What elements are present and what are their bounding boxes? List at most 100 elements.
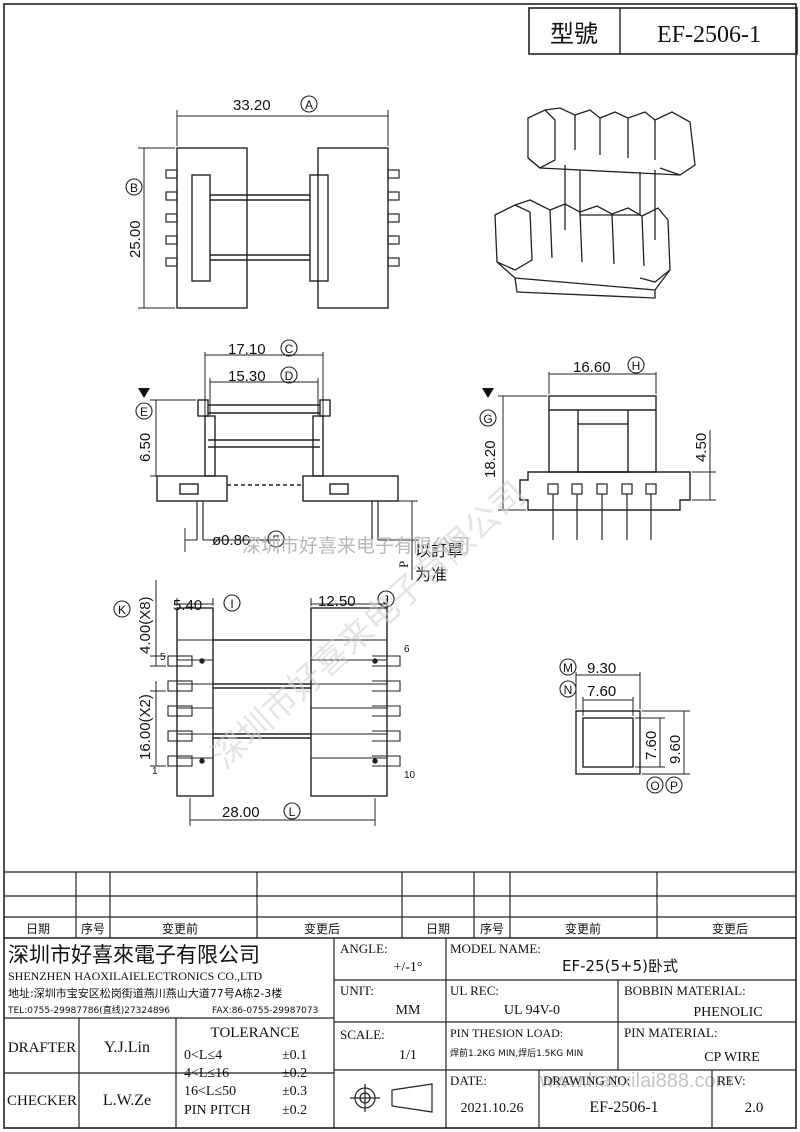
circle-h: H bbox=[632, 359, 641, 373]
pin-5: 5 bbox=[160, 652, 166, 663]
company-english: SHENZHEN HAOXILAIELECTRONICS CO.,LTD bbox=[8, 969, 263, 983]
scale-value: 1/1 bbox=[399, 1048, 417, 1063]
header-model-box: 型號 EF-2506-1 bbox=[528, 7, 798, 55]
dim-b: 25.00 bbox=[127, 220, 144, 258]
watermark-company-diagonal: 深圳市好喜来电子有限公司 bbox=[204, 474, 534, 777]
bobbin-value: PHENOLIC bbox=[693, 1005, 762, 1020]
rev-before-2: 变更前 bbox=[565, 921, 601, 936]
dim-n: 7.60 bbox=[587, 683, 616, 700]
tolerance-range: PIN PITCH bbox=[184, 1103, 251, 1118]
rev-after: 变更后 bbox=[304, 921, 340, 936]
pin-6: 6 bbox=[404, 644, 410, 655]
rev-value: 2.0 bbox=[745, 1100, 764, 1116]
scale-label: SCALE: bbox=[340, 1027, 385, 1042]
dim-e: 6.50 bbox=[137, 433, 154, 462]
dim-m: 9.30 bbox=[587, 660, 616, 677]
circle-m: M bbox=[563, 661, 573, 675]
company-name: 深圳市好喜來電子有限公司 bbox=[8, 943, 260, 967]
title-block bbox=[4, 938, 796, 1128]
drawing-value: EF-2506-1 bbox=[589, 1099, 658, 1116]
rev-seq: 序号 bbox=[81, 921, 105, 936]
dim-f: ø0.80 bbox=[212, 532, 250, 549]
dim-d: 15.30 bbox=[228, 368, 266, 385]
tolerance-value: ±0.2 bbox=[282, 1103, 307, 1118]
circle-f: F bbox=[272, 533, 279, 547]
dim-k: 4.00(X8) bbox=[137, 596, 154, 654]
bobbin-label: BOBBIN MATERIAL: bbox=[624, 983, 746, 998]
dim-l: 28.00 bbox=[222, 804, 260, 821]
tolerance-value: ±0.1 bbox=[282, 1048, 307, 1063]
circle-k: K bbox=[118, 603, 126, 617]
company-address: 地址:深圳市宝安区松岗街道燕川燕山大道77号A栋2-3楼 bbox=[8, 986, 282, 1000]
tolerance-range: 4<L≤16 bbox=[184, 1066, 229, 1081]
circle-p: P bbox=[670, 779, 678, 793]
sheet-border bbox=[3, 3, 797, 1129]
tension-value: 焊前1.2KG MIN,焊后1.5KG MIN bbox=[450, 1047, 583, 1059]
front-view bbox=[138, 352, 418, 580]
circle-c: C bbox=[285, 342, 294, 356]
checker-label: CHECKER bbox=[7, 1093, 77, 1109]
company-tel: TEL:0755-29987786(直线)27324896 bbox=[7, 1004, 170, 1016]
tolerance-title: TOLERANCE bbox=[211, 1025, 300, 1041]
drawing-label: DRAWING NO: bbox=[543, 1073, 630, 1088]
rev-date-2: 日期 bbox=[426, 922, 450, 936]
side-view bbox=[482, 372, 716, 540]
circle-n: N bbox=[564, 683, 573, 697]
tolerance-range: 16<L≤50 bbox=[184, 1084, 236, 1099]
tolerance-value: ±0.3 bbox=[282, 1084, 307, 1099]
note-line2: 为准 bbox=[415, 565, 447, 584]
drafter-label: DRAFTER bbox=[8, 1040, 76, 1056]
angle-value: +/-1° bbox=[393, 960, 422, 975]
rev-label: REV: bbox=[717, 1073, 746, 1088]
circle-o: O bbox=[650, 779, 659, 793]
angle-label: ANGLE: bbox=[340, 941, 388, 956]
watermark-company: 深圳市好喜来电子有限公司 bbox=[242, 535, 470, 557]
circle-e: E bbox=[140, 405, 148, 419]
revision-table bbox=[4, 871, 796, 939]
note-line1: 以訂單 bbox=[415, 541, 463, 560]
dim-h: 16.60 bbox=[573, 359, 611, 376]
tension-label: PIN THESION LOAD: bbox=[450, 1026, 563, 1040]
circle-i: I bbox=[230, 597, 233, 611]
rev-date: 日期 bbox=[26, 922, 50, 936]
ul-label: UL REC: bbox=[450, 983, 499, 998]
unit-value: MM bbox=[396, 1003, 421, 1018]
date-value: 2021.10.26 bbox=[461, 1101, 524, 1116]
dim-g: 18.20 bbox=[482, 440, 499, 478]
dim-k2: 16.00(X2) bbox=[137, 694, 154, 760]
isometric-view bbox=[494, 107, 696, 299]
dim-i: 5.40 bbox=[173, 597, 202, 614]
tolerance-value: ±0.2 bbox=[282, 1066, 307, 1081]
dim-h2: 4.50 bbox=[693, 433, 710, 462]
model-name-value: EF-25(5+5)卧式 bbox=[562, 957, 678, 975]
watermark-site: www.haoxilai888.com bbox=[539, 1070, 732, 1092]
date-label: DATE: bbox=[450, 1073, 487, 1088]
circle-b: B bbox=[130, 181, 138, 195]
projection-symbol-icon bbox=[350, 1083, 433, 1113]
checker-name: L.W.Ze bbox=[103, 1092, 151, 1109]
ul-value: UL 94V-0 bbox=[504, 1003, 560, 1018]
note-p: P bbox=[396, 561, 411, 568]
dim-j: 12.50 bbox=[318, 593, 356, 610]
unit-label: UNIT: bbox=[340, 983, 374, 998]
dim-a: 33.20 bbox=[233, 97, 271, 114]
rev-before: 变更前 bbox=[162, 921, 198, 936]
tolerance-range: 0<L≤4 bbox=[184, 1048, 222, 1063]
dim-o: 7.60 bbox=[643, 731, 660, 760]
pin-10: 10 bbox=[404, 770, 416, 781]
rev-seq-2: 序号 bbox=[480, 921, 504, 936]
core-window-view bbox=[575, 672, 690, 775]
circle-d: D bbox=[285, 369, 294, 383]
bottom-view bbox=[150, 580, 401, 826]
model-label: 型號 bbox=[550, 20, 598, 48]
circle-j: J bbox=[383, 593, 389, 607]
dim-p: 9.60 bbox=[667, 735, 684, 764]
dim-c: 17.10 bbox=[228, 341, 266, 358]
top-view bbox=[138, 110, 400, 309]
pin-1: 1 bbox=[152, 766, 158, 777]
circle-g: G bbox=[483, 412, 492, 426]
pin-material-label: PIN MATERIAL: bbox=[624, 1025, 718, 1040]
model-name-label: MODEL NAME: bbox=[450, 941, 541, 956]
pin-material-value: CP WIRE bbox=[704, 1050, 760, 1065]
